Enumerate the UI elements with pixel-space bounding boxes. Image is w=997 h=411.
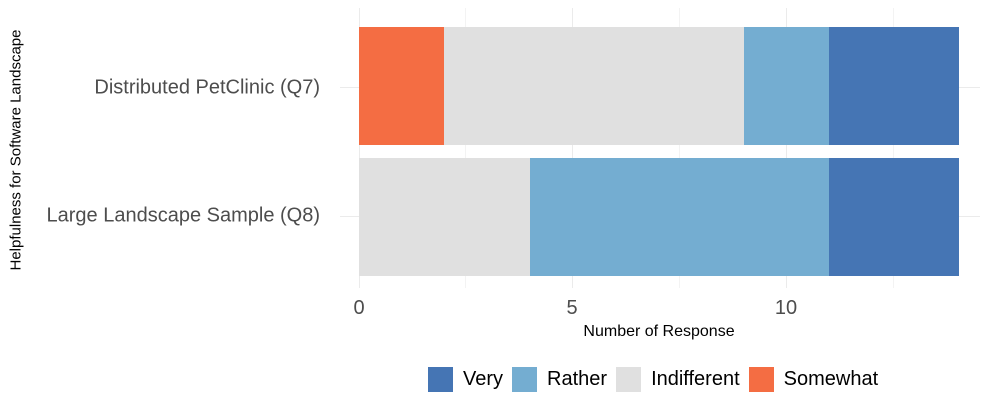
legend-label-rather: Rather bbox=[547, 368, 608, 390]
bar-segment-very bbox=[829, 158, 959, 276]
bar-segment-very bbox=[829, 27, 959, 145]
legend-swatch-rather bbox=[512, 367, 538, 392]
legend-item-somewhat: Somewhat bbox=[748, 367, 879, 392]
y-axis-title-text: Helpfulness for Software Landscape bbox=[7, 29, 25, 271]
x-tick-0: 0 bbox=[353, 297, 365, 319]
gridline-x-2.5 bbox=[465, 8, 466, 288]
bar-segment-rather bbox=[744, 27, 829, 145]
gridline-x-12.5 bbox=[893, 8, 894, 288]
category-label-q7: Distributed PetClinic (Q7) bbox=[94, 76, 320, 99]
legend-item-rather: Rather bbox=[512, 367, 607, 392]
gridline-x-0 bbox=[359, 8, 360, 288]
plot-area bbox=[340, 8, 980, 288]
x-tick-5: 5 bbox=[566, 297, 578, 319]
gridline-x-5 bbox=[572, 8, 573, 288]
legend: Very Rather Indifferent Somewhat bbox=[428, 367, 887, 392]
y-axis-title: Helpfulness for Software Landscape bbox=[6, 0, 26, 300]
legend-swatch-indifferent bbox=[616, 367, 642, 392]
legend-item-indifferent: Indifferent bbox=[616, 367, 740, 392]
bar-segment-indifferent bbox=[359, 158, 530, 276]
bar-segment-somewhat bbox=[359, 27, 444, 145]
gridline-x-10 bbox=[786, 8, 787, 288]
bar-segment-rather bbox=[530, 158, 829, 276]
bar-q8 bbox=[359, 158, 959, 276]
x-axis-title: Number of Response bbox=[583, 323, 735, 340]
category-label-q8: Large Landscape Sample (Q8) bbox=[46, 204, 321, 227]
legend-label-indifferent: Indifferent bbox=[651, 368, 740, 390]
bar-q7 bbox=[359, 27, 959, 145]
legend-item-very: Very bbox=[428, 367, 503, 392]
legend-label-somewhat: Somewhat bbox=[783, 368, 879, 390]
legend-label-very: Very bbox=[463, 368, 504, 390]
bar-segment-indifferent bbox=[444, 27, 744, 145]
x-tick-10: 10 bbox=[774, 297, 798, 319]
legend-swatch-somewhat bbox=[748, 367, 774, 392]
legend-swatch-very bbox=[428, 367, 453, 392]
gridline-x-7.5 bbox=[679, 8, 680, 288]
